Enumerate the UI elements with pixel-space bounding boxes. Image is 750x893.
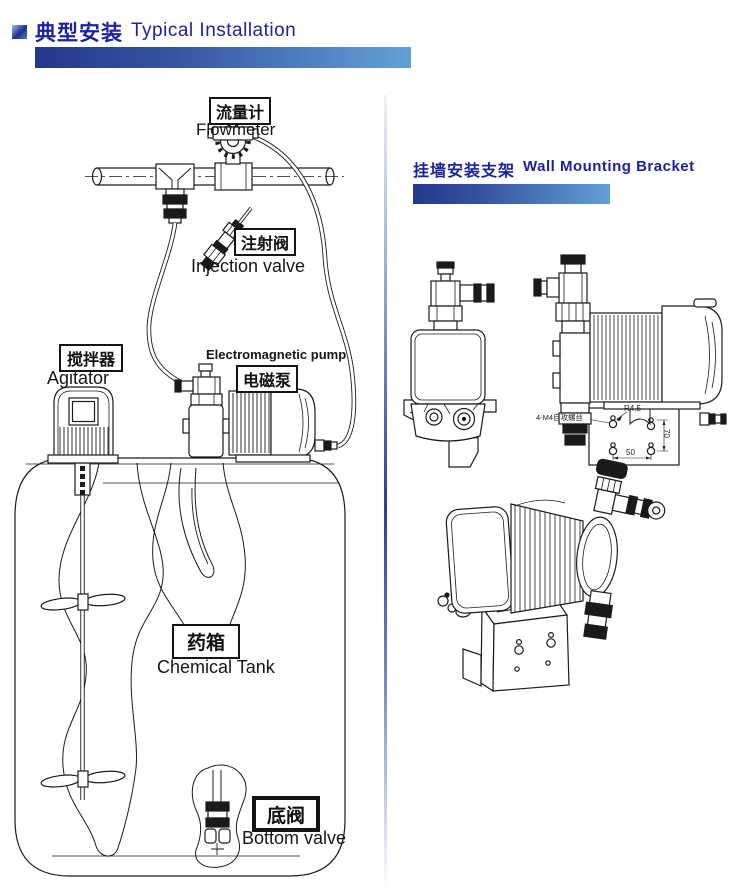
bracket-3d-view-drawing [437,458,666,693]
chemical-tank-label-box: 药箱 [172,624,240,659]
dim-radius: R4.5 [624,404,641,413]
pump-label-en: Electromagnetic pump [206,347,347,362]
agitator-drawing [47,386,119,464]
flowmeter-drawing [207,123,259,165]
bracket-side-view-drawing [533,254,727,466]
pump-label-box: 电磁泵 [236,365,298,393]
chemical-tank-label-en: Chemical Tank [157,657,275,677]
page-title-en: Typical Installation [131,20,297,41]
agitator-label-box: 搅拌器 [59,344,123,372]
dim-width: 50 [626,448,635,457]
page-title-zh: 典型安装 [35,22,123,45]
section-divider [384,95,387,885]
flowmeter-label-en: Flowmeter [196,120,276,139]
chemical-tank-drawing [14,457,346,877]
tubing-drawing [146,134,357,449]
bottom-valve-label-en: Bottom valve [242,828,347,848]
bracket-title-zh: 挂墙安装支架 [413,163,516,180]
bottom-valve-label-box: 底阀 [252,796,320,832]
bracket-front-view-drawing [403,261,497,468]
section-bullet [12,25,27,39]
bracket-underline-bar [413,184,610,204]
bottom-valve-drawing [204,770,231,855]
dim-height: 70 [662,429,671,438]
pipe-assembly-drawing [85,162,344,224]
flowmeter-label-box: 流量计 [209,97,271,125]
title-underline-bar [35,47,411,68]
agitator-label-en: Agitator [47,368,110,388]
screws-note: 4-M4自攻螺丝 [536,413,584,422]
injection-valve-label-en: Injection valve [191,256,306,276]
bracket-title-en: Wall Mounting Bracket [523,158,695,175]
injection-valve-drawing [200,206,253,271]
injection-valve-label-box: 注射阀 [234,228,296,256]
